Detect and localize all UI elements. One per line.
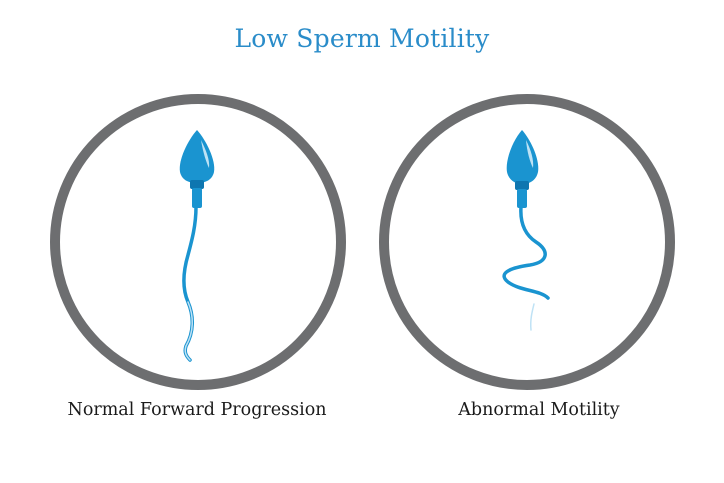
abnormal-sperm-icon [502, 130, 550, 331]
normal-sperm-head [179, 130, 215, 183]
normal-sperm-tail-tip [184, 301, 193, 361]
abnormal-sperm-tail-tip [530, 303, 535, 331]
normal-panel-ring [50, 94, 346, 390]
abnormal-sperm-midpiece [517, 189, 527, 208]
normal-sperm-neck [190, 180, 204, 189]
abnormal-sperm-tail [502, 205, 550, 300]
normal-panel [50, 94, 346, 390]
normal-sperm-highlight [201, 140, 210, 168]
normal-panel-label: Normal Forward Progression [67, 400, 327, 420]
abnormal-panel [379, 94, 675, 390]
abnormal-panel-ring [379, 94, 675, 390]
abnormal-panel-label: Abnormal Motility [458, 400, 620, 420]
normal-sperm-midpiece [192, 188, 202, 208]
abnormal-sperm-head [506, 130, 539, 184]
abnormal-sperm-highlight [526, 140, 534, 168]
diagram-title: Low Sperm Motility [234, 24, 490, 53]
abnormal-sperm-neck [515, 181, 529, 190]
normal-sperm-icon [179, 130, 215, 362]
